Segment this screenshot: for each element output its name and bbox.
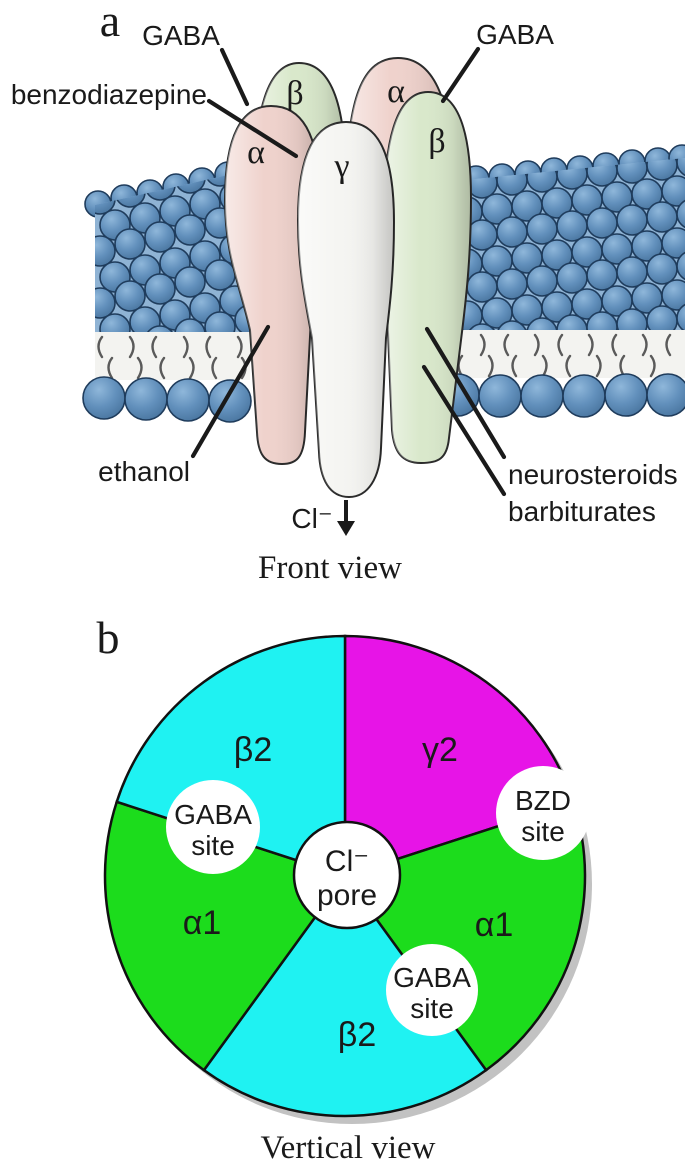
gaba-site-upper: GABA site xyxy=(166,780,260,874)
benzodiazepine-pointer-line xyxy=(206,98,299,159)
gaba-site-upper-line1: GABA xyxy=(174,799,252,830)
sector-beta2-bottom xyxy=(202,873,488,1118)
benzodiazepine-label: benzodiazepine xyxy=(11,79,207,110)
chloride-pore-circle xyxy=(292,820,402,930)
barbiturates-pointer-line xyxy=(421,364,507,497)
sector-alpha1-left xyxy=(103,800,348,1072)
lipid-tails-left xyxy=(97,335,243,359)
gaba-right-label: GABA xyxy=(476,19,554,50)
gaba-left-label: GABA xyxy=(142,20,220,51)
membrane-interior-left xyxy=(95,332,250,380)
panel-a-caption: Front view xyxy=(258,550,402,586)
chloride-pore-line2: pore xyxy=(317,879,377,912)
ethanol-pointer-line xyxy=(190,324,271,459)
lipid-tails-left-2 xyxy=(107,356,247,380)
chloride-arrow-down-icon xyxy=(337,500,355,536)
bzd-site-circle xyxy=(496,766,590,860)
panel-a-letter: a xyxy=(100,0,120,46)
lipid-bottom-row-right xyxy=(436,373,685,418)
gaba-right-pointer-line xyxy=(440,46,481,104)
receptor-subunits xyxy=(223,56,473,499)
gaba-site-lower-line1: GABA xyxy=(393,962,471,993)
sector-label-alpha1-right: α1 xyxy=(475,906,514,944)
bzd-site-line2: site xyxy=(521,816,565,847)
sector-label-gamma2: γ2 xyxy=(422,731,458,769)
panel-b-vertical-view: β2 γ2 α1 β2 α1 GABA site BZD site GABA s… xyxy=(97,612,592,1163)
barbiturates-label: barbiturates xyxy=(508,496,656,527)
sector-label-beta2-bottom: β2 xyxy=(338,1016,376,1054)
panel-b-letter: b xyxy=(97,612,120,663)
chloride-label: Cl⁻ xyxy=(291,503,332,534)
subunit-beta-right-shading xyxy=(384,92,471,463)
subunit-gamma-front-shading xyxy=(298,122,394,497)
subunit-label-beta-back-left: β xyxy=(286,75,303,112)
subunit-label-alpha-back-right: α xyxy=(387,73,405,110)
bzd-site-line1: BZD xyxy=(515,785,571,816)
gaba-site-lower-circle xyxy=(386,944,478,1036)
bzd-site: BZD site xyxy=(496,766,590,860)
subunit-label-alpha-left: α xyxy=(247,134,265,171)
gaba-site-lower: GABA site xyxy=(386,944,478,1036)
panel-b-caption: Vertical view xyxy=(260,1130,435,1163)
ethanol-label: ethanol xyxy=(98,456,190,487)
neurosteroids-label: neurosteroids xyxy=(508,459,678,490)
gaba-site-upper-line2: site xyxy=(191,830,235,861)
chloride-pore: Cl⁻ pore xyxy=(292,820,402,930)
sector-label-beta2-top-left: β2 xyxy=(234,731,272,769)
sector-label-alpha1-left: α1 xyxy=(183,904,222,942)
subunit-label-gamma-front: γ xyxy=(333,148,349,185)
membrane-right xyxy=(436,144,685,418)
neurosteroids-pointer-line xyxy=(424,326,507,460)
gaba-left-pointer-line xyxy=(219,47,250,107)
gaba-site-upper-circle xyxy=(166,780,260,874)
chloride-pore-line1: Cl⁻ xyxy=(325,845,369,878)
lipid-head-field-right xyxy=(446,158,685,330)
subunit-label-beta-right: β xyxy=(428,123,445,160)
pentamer-pie xyxy=(103,634,587,1118)
panel-a-front-view: a GABA GABA benzodiazepine ethanol neuro… xyxy=(11,0,685,586)
subunit-alpha-left-shading xyxy=(225,106,319,464)
gaba-site-lower-line2: site xyxy=(410,993,454,1024)
